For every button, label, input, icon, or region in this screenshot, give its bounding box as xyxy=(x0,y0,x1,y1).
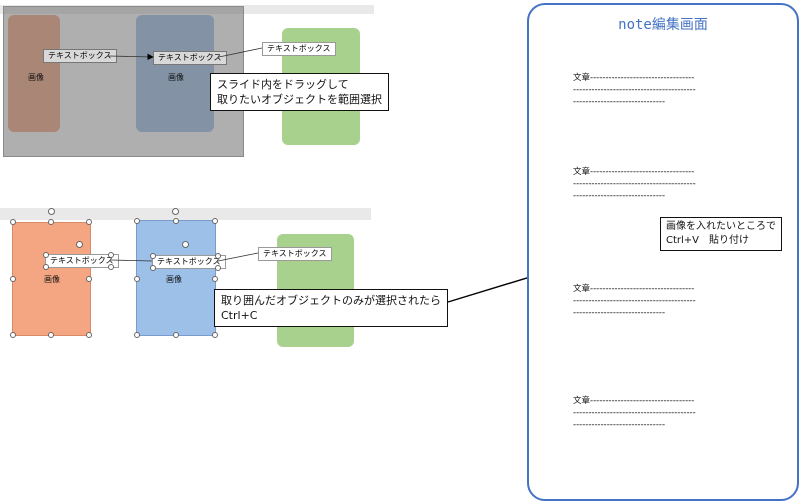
resize-handle[interactable] xyxy=(43,252,49,258)
paragraph-line: 文章---------------------------------- xyxy=(573,167,695,177)
note-title: note編集画面 xyxy=(618,17,708,33)
drag-selection-area xyxy=(3,6,244,157)
callout-line: 取り囲んだオブジェクトのみが選択されたら xyxy=(221,294,441,307)
resize-handle[interactable] xyxy=(173,332,179,338)
resize-handle[interactable] xyxy=(150,253,156,259)
paragraph-line: ------------------------------ xyxy=(573,420,666,430)
paragraph-1: 文章---------------------------------- ---… xyxy=(573,72,696,108)
rotate-handle[interactable] xyxy=(182,241,189,248)
paragraph-line: ------------------------------ xyxy=(573,191,666,201)
resize-handle[interactable] xyxy=(10,332,16,338)
resize-handle[interactable] xyxy=(134,332,140,338)
callout-line: スライド内をドラッグして xyxy=(217,78,349,91)
paragraph-line: ---------------------------------------- xyxy=(573,408,696,418)
image-label: 画像 xyxy=(28,73,44,82)
image-label: 画像 xyxy=(44,275,60,284)
rotate-handle[interactable] xyxy=(172,208,179,215)
resize-handle[interactable] xyxy=(215,253,221,259)
callout-line: Ctrl+V 貼り付け xyxy=(666,235,750,246)
connector-line xyxy=(108,53,154,61)
paragraph-line: 文章---------------------------------- xyxy=(573,396,695,406)
textbox[interactable]: テキストボックス xyxy=(262,42,336,56)
paragraph-line: ---------------------------------------- xyxy=(573,179,696,189)
resize-handle[interactable] xyxy=(215,265,221,271)
textbox[interactable]: テキストボックス xyxy=(152,255,226,269)
callout-paste-instruction: 画像を入れたいところで Ctrl+V 貼り付け xyxy=(660,217,782,251)
paragraph-line: ------------------------------ xyxy=(573,97,666,107)
callout-line: 取りたいオブジェクトを範囲選択 xyxy=(217,93,382,106)
resize-handle[interactable] xyxy=(108,264,114,270)
resize-handle[interactable] xyxy=(43,264,49,270)
paragraph-3: 文章---------------------------------- ---… xyxy=(573,283,696,319)
resize-handle[interactable] xyxy=(212,218,218,224)
callout-line: Ctrl+C xyxy=(221,309,258,322)
resize-handle[interactable] xyxy=(48,219,54,225)
paragraph-4: 文章---------------------------------- ---… xyxy=(573,395,696,431)
textbox[interactable]: テキストボックス xyxy=(45,254,119,268)
callout-select-instruction: スライド内をドラッグして 取りたいオブジェクトを範囲選択 xyxy=(210,73,389,111)
rotate-handle[interactable] xyxy=(76,241,83,248)
resize-handle[interactable] xyxy=(86,276,92,282)
resize-handle[interactable] xyxy=(86,332,92,338)
paragraph-line: ---------------------------------------- xyxy=(573,85,696,95)
note-editor-panel: note編集画面 文章-----------------------------… xyxy=(527,3,799,501)
resize-handle[interactable] xyxy=(150,265,156,271)
resize-handle[interactable] xyxy=(212,332,218,338)
resize-handle[interactable] xyxy=(108,252,114,258)
paragraph-line: 文章---------------------------------- xyxy=(573,284,695,294)
slide-bottom-strip xyxy=(0,208,371,220)
image-label: 画像 xyxy=(168,73,184,82)
textbox[interactable]: テキストボックス xyxy=(258,247,332,261)
connector-line xyxy=(217,252,259,262)
image-shape-blue-selected[interactable] xyxy=(136,220,216,336)
resize-handle[interactable] xyxy=(86,219,92,225)
image-label: 画像 xyxy=(166,275,182,284)
paragraph-2: 文章---------------------------------- ---… xyxy=(573,166,696,202)
paragraph-line: 文章---------------------------------- xyxy=(573,73,695,83)
callout-line: 画像を入れたいところで xyxy=(666,221,776,232)
connector-line xyxy=(110,259,153,262)
resize-handle[interactable] xyxy=(10,219,16,225)
connector-line xyxy=(218,47,263,58)
paragraph-line: ------------------------------ xyxy=(573,308,666,318)
resize-handle[interactable] xyxy=(212,276,218,282)
callout-copy-instruction: 取り囲んだオブジェクトのみが選択されたら Ctrl+C xyxy=(214,289,448,327)
resize-handle[interactable] xyxy=(48,332,54,338)
resize-handle[interactable] xyxy=(134,276,140,282)
resize-handle[interactable] xyxy=(134,218,140,224)
paragraph-line: ---------------------------------------- xyxy=(573,296,696,306)
rotate-handle[interactable] xyxy=(48,208,55,215)
resize-handle[interactable] xyxy=(173,218,179,224)
resize-handle[interactable] xyxy=(10,276,16,282)
